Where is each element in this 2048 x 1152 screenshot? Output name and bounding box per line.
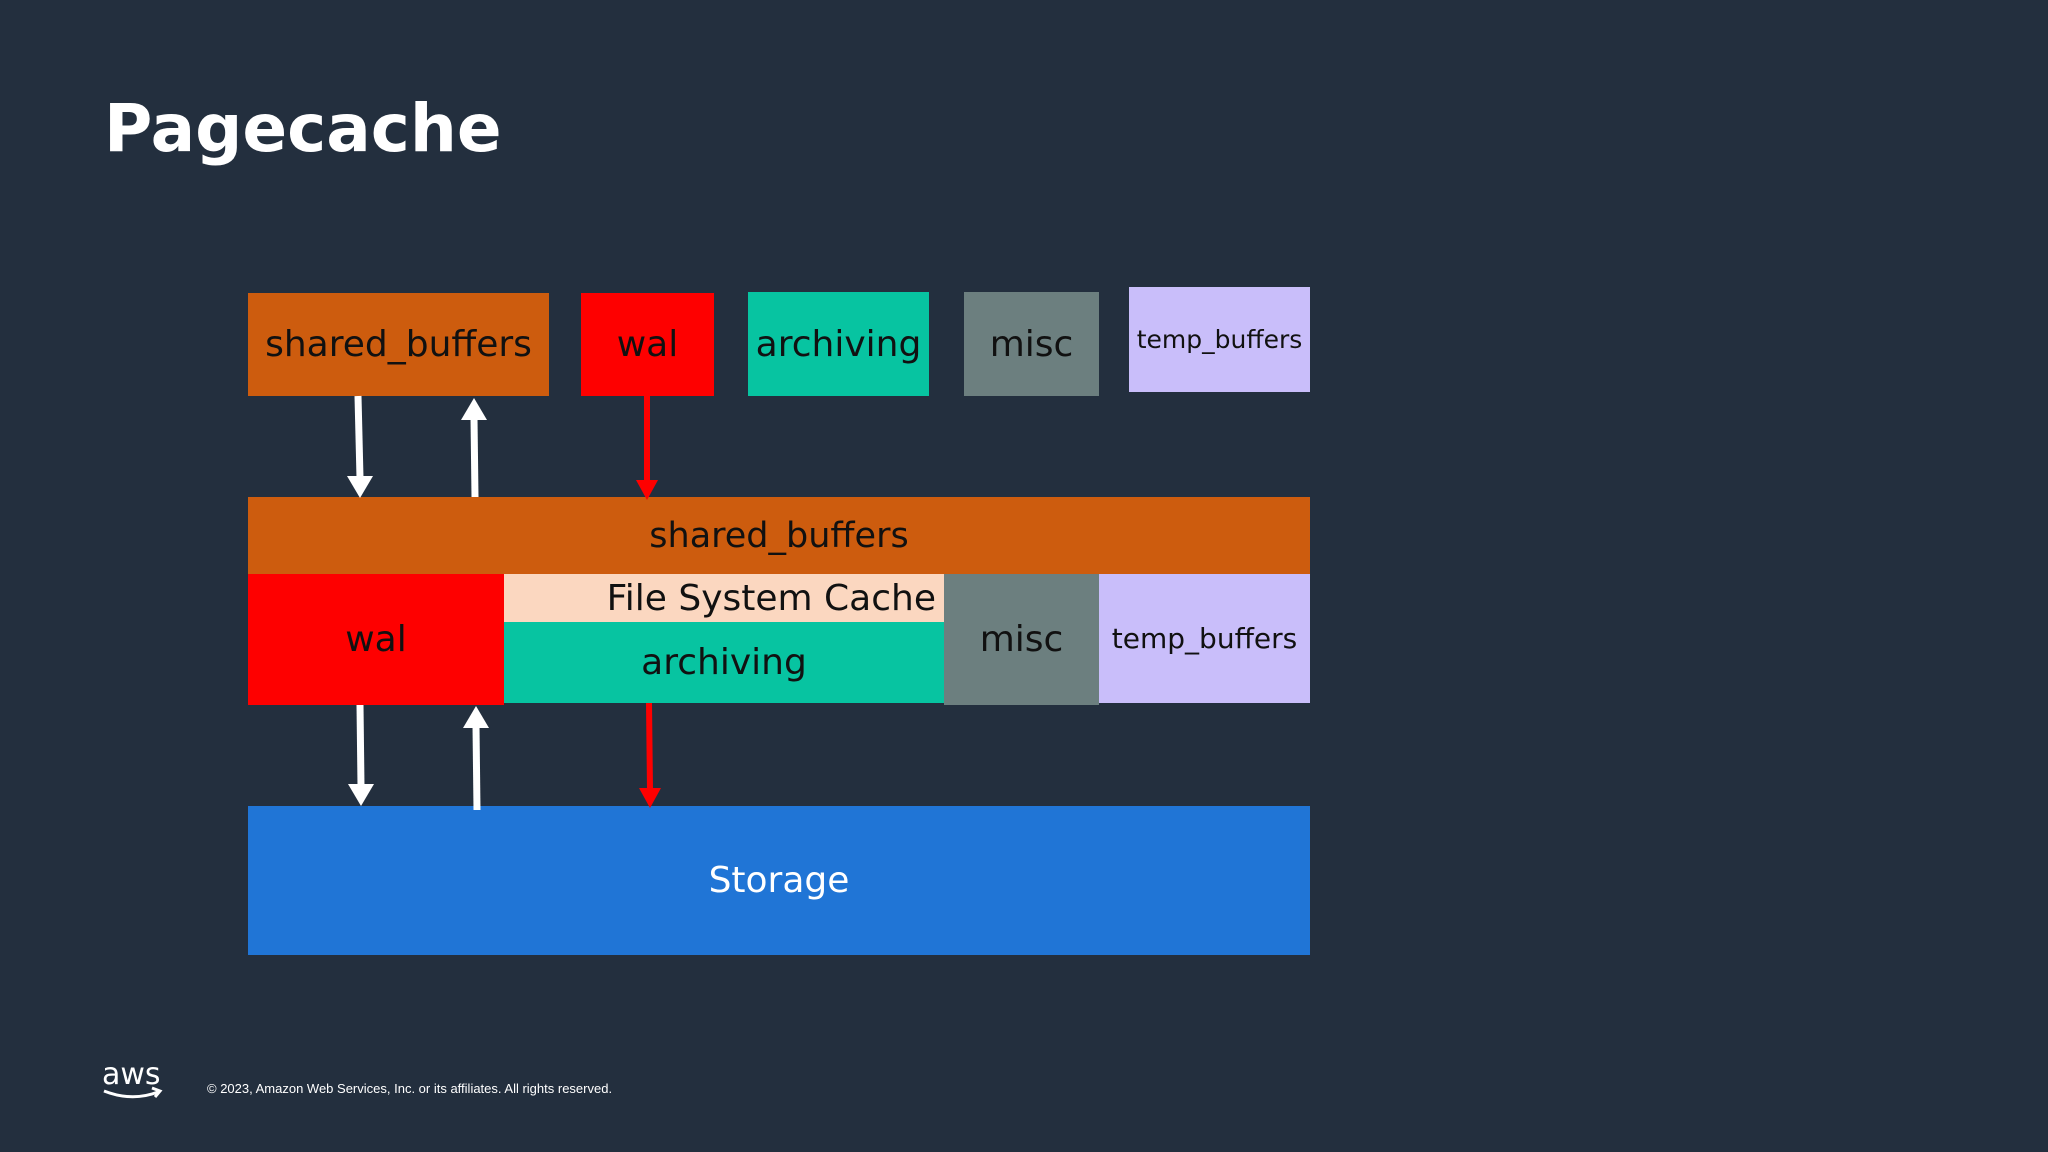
top-misc-label: misc (989, 323, 1074, 365)
arrow-bottom-down-white (348, 704, 374, 806)
middle-shared-buffers-bar: shared_buffers (248, 497, 1310, 574)
copyright-text: © 2023, Amazon Web Services, Inc. or its… (207, 1081, 613, 1096)
top-archiving-label: archiving (755, 323, 922, 365)
middle-shared-buffers-label: shared_buffers (649, 515, 909, 556)
middle-misc-label: misc (979, 619, 1064, 660)
arrow-bottom-down-red (639, 702, 661, 808)
middle-archiving-box: archiving (504, 622, 944, 703)
arrow-top-down-white (347, 395, 373, 498)
file-system-cache-box: File System Cache (504, 574, 944, 622)
middle-wal-label: wal (345, 619, 407, 660)
slide-title: Pagecache (104, 90, 502, 167)
middle-misc-box: misc (944, 574, 1099, 705)
storage-box: Storage (248, 806, 1310, 955)
top-temp-buffers-box: temp_buffers (1129, 287, 1310, 392)
top-shared-buffers-box: shared_buffers (248, 293, 549, 396)
aws-logo-text: aws (102, 1058, 161, 1092)
middle-archiving-label: archiving (641, 642, 807, 683)
top-archiving-box: archiving (748, 292, 929, 396)
middle-temp-buffers-label: temp_buffers (1111, 622, 1298, 655)
top-wal-label: wal (616, 324, 679, 365)
top-shared-buffers-label: shared_buffers (265, 324, 532, 365)
middle-wal-box: wal (248, 574, 504, 705)
arrow-top-down-red (636, 396, 658, 500)
top-wal-box: wal (581, 293, 714, 396)
top-misc-box: misc (964, 292, 1099, 396)
arrow-top-up-white (461, 398, 487, 498)
middle-temp-buffers-box: temp_buffers (1099, 574, 1310, 703)
storage-label: Storage (708, 860, 850, 901)
aws-logo: aws (102, 1058, 163, 1099)
arrow-bottom-up-white (463, 706, 489, 811)
top-temp-buffers-label: temp_buffers (1136, 325, 1303, 354)
file-system-cache-label: File System Cache (606, 577, 936, 619)
